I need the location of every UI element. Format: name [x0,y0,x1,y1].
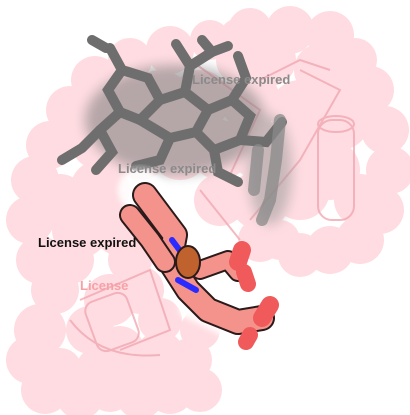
surface-blob [108,238,152,282]
label-pink: License [80,278,128,293]
label-black: License expired [38,235,136,250]
surface-blob [116,346,164,394]
ligand-gray-vertical [248,114,286,226]
surface-blob [334,174,386,226]
surface-blob [38,348,82,392]
surface-blob [194,174,246,226]
metal-atom [175,245,201,279]
label-top-gray: License expired [192,72,290,87]
protein-surface [6,6,410,415]
label-mid-gray: License expired [118,161,216,176]
surface-blob [361,106,409,154]
surface-blob [46,236,94,284]
ligand-gray [57,35,287,187]
surface-blob [138,298,182,342]
ligand-salmon [119,182,279,350]
surface-blob [76,346,124,394]
surface-blob [153,353,197,397]
surface-blob [324,74,376,126]
surface-blob [34,174,86,226]
